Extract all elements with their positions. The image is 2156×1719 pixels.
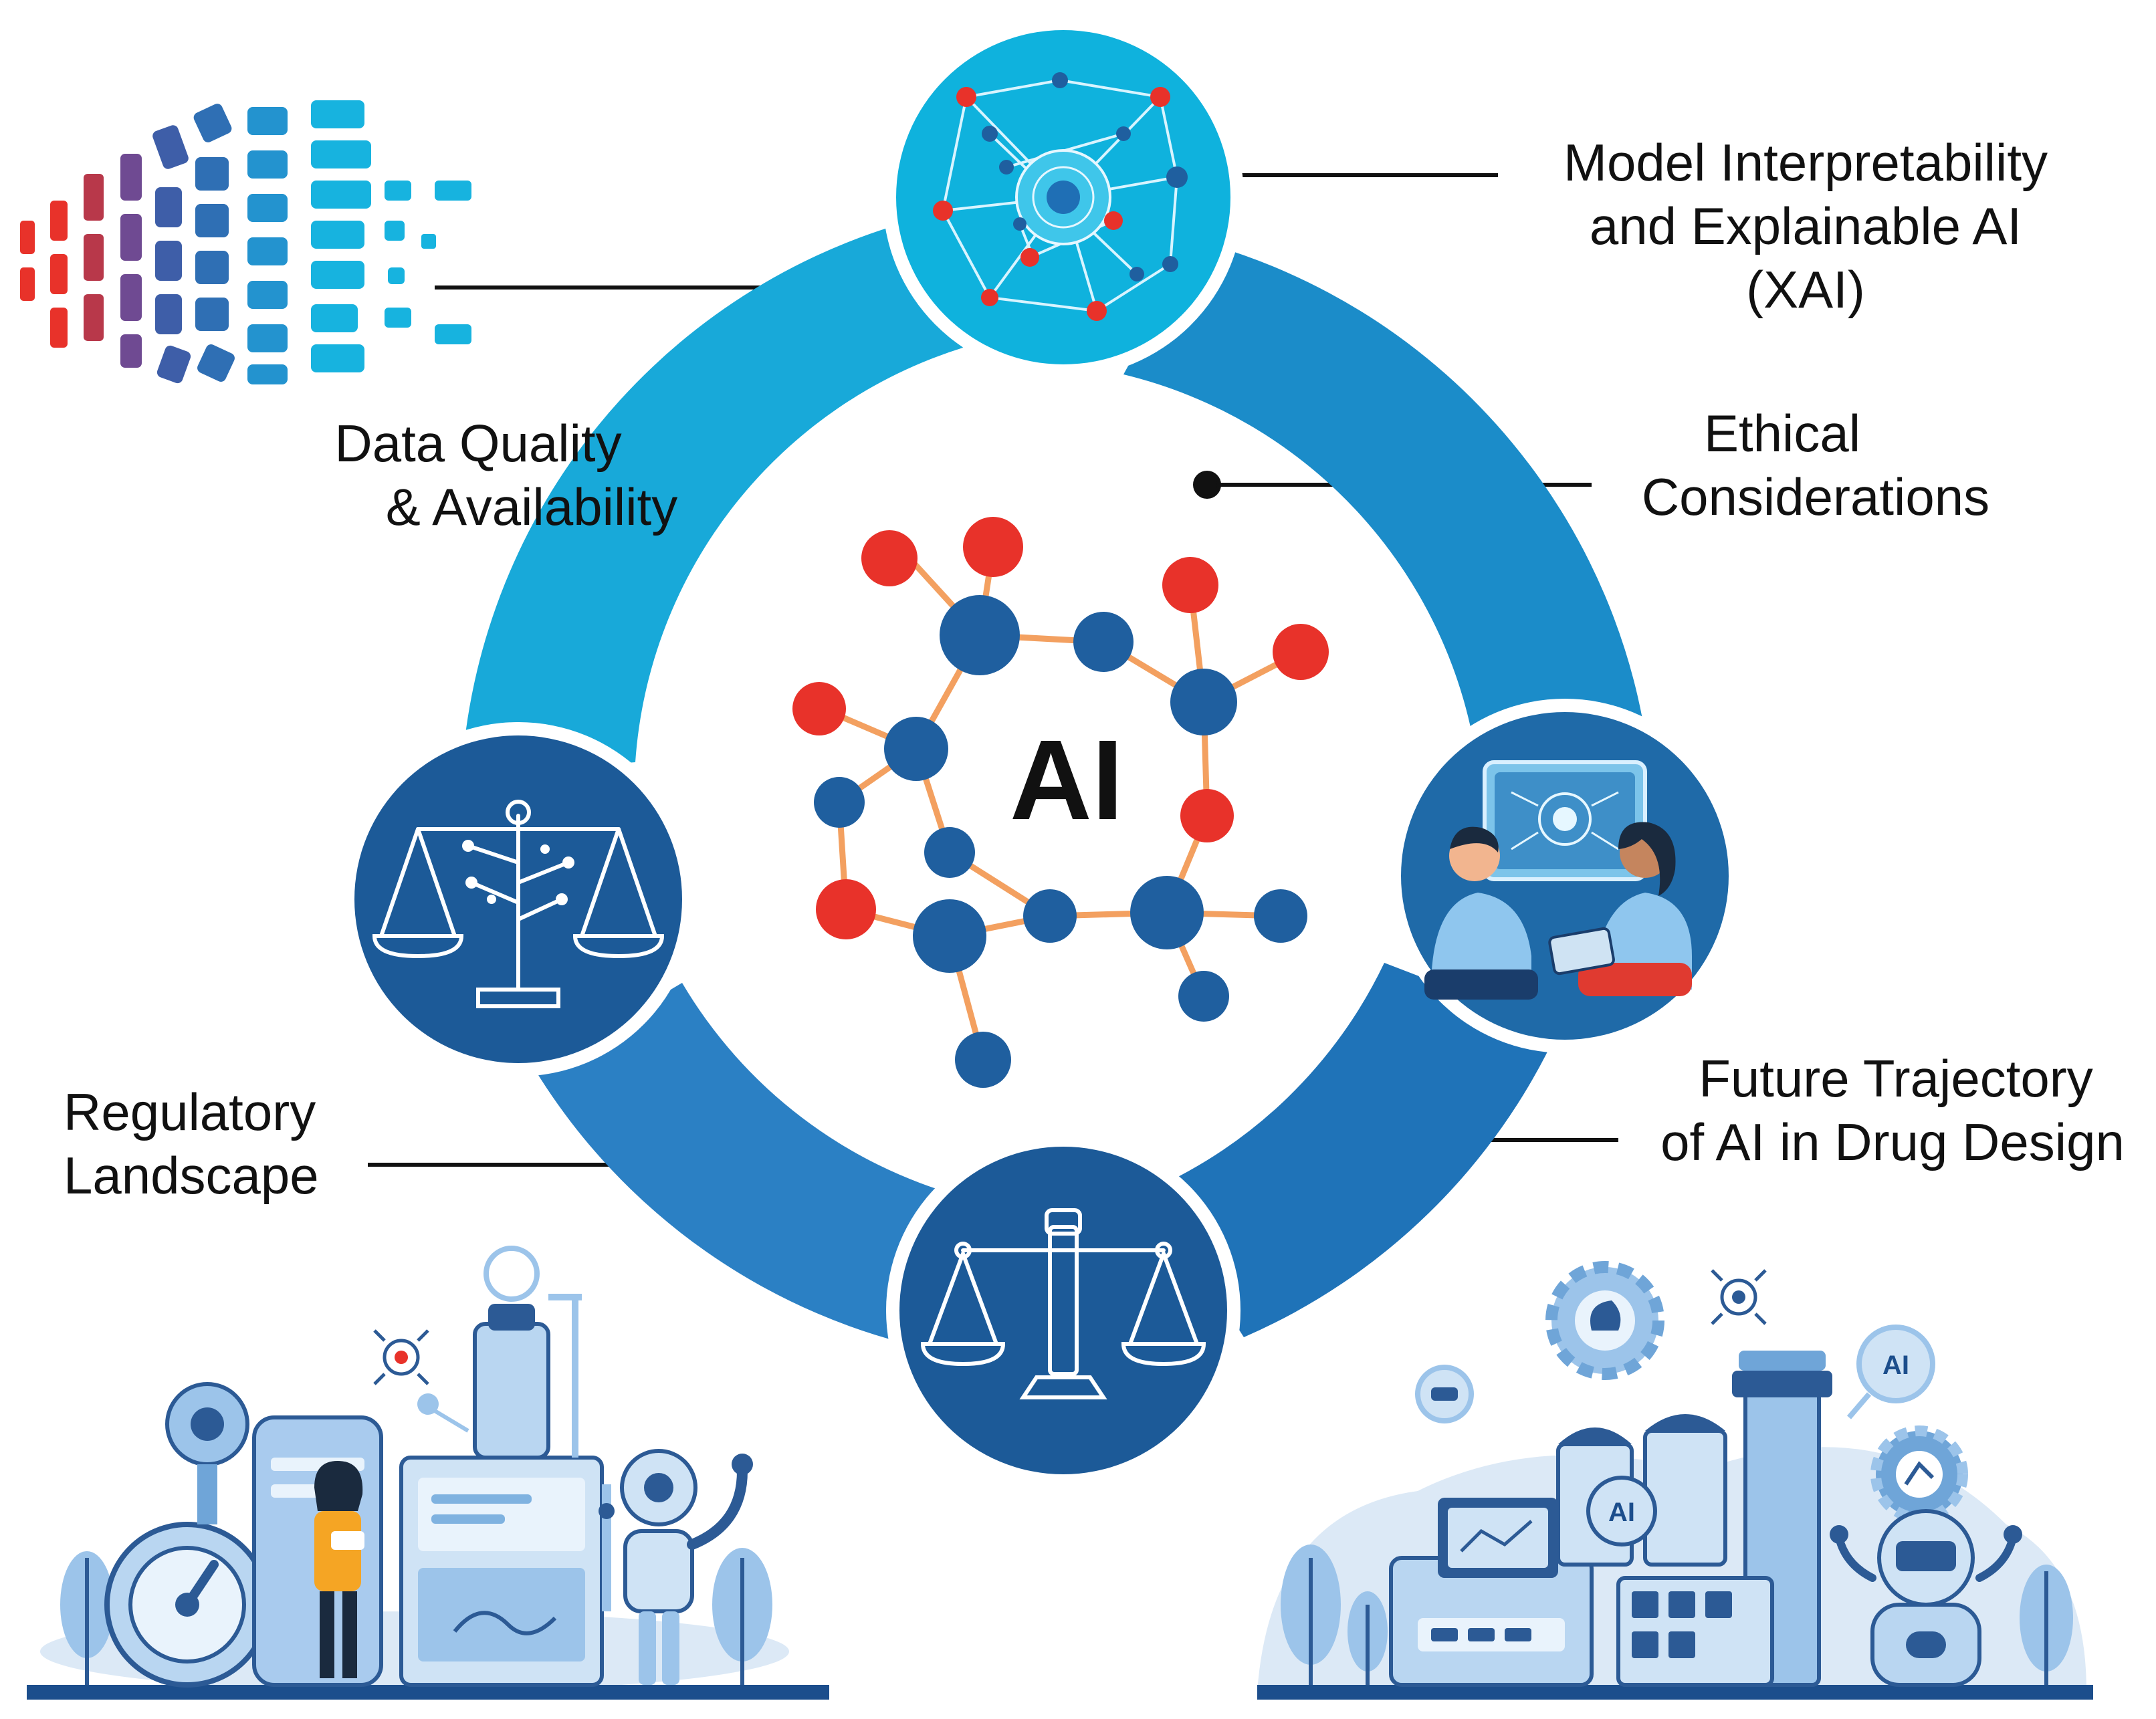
- node-model-interpretability: [883, 17, 1244, 378]
- label-line: Future Trajectory: [1699, 1049, 2093, 1108]
- factory-ai-badge: AI: [1608, 1498, 1635, 1527]
- label-line: of AI in Drug Design: [1660, 1113, 2125, 1171]
- label-regulatory: Regulatory Landscape: [64, 1082, 319, 1205]
- label-future: Future Trajectory of AI in Drug Design: [1660, 1049, 2125, 1171]
- label-line: and Explainable AI: [1590, 197, 2022, 255]
- label-line: & Availability: [386, 477, 677, 536]
- label-line: Regulatory: [64, 1082, 316, 1141]
- label-data-quality: Data Quality & Availability: [334, 414, 677, 536]
- factory-ai-badge-top: AI: [1882, 1351, 1909, 1380]
- gear-icon: [1870, 1425, 1968, 1523]
- ai-factory-icon: AI AI: [1257, 1261, 2093, 1700]
- label-line: Data Quality: [334, 414, 621, 473]
- lab-factory-icon: [27, 1246, 829, 1700]
- molecule-icon: AI: [792, 517, 1329, 1088]
- center-ai-label: AI: [1010, 717, 1123, 844]
- node-balance-scale: [341, 722, 695, 1076]
- balance-scale-icon: [372, 800, 665, 1008]
- label-ethical: Ethical Considerations: [1642, 404, 1989, 526]
- ring-segment-future: [1150, 963, 1558, 1337]
- node-people-screen: [1388, 699, 1742, 1053]
- robot-icon: [1830, 1509, 2022, 1687]
- label-line: Ethical: [1704, 404, 1860, 463]
- gear-icon: [1545, 1261, 1664, 1380]
- ring-segment-ethical: [1123, 241, 1652, 789]
- ring-segment-data-quality: [461, 227, 963, 776]
- data-pixels-icon: [20, 100, 471, 384]
- ring-segment-regulatory: [535, 983, 963, 1351]
- label-model-interpretability: Model Interpretability and Explainable A…: [1564, 133, 2048, 319]
- label-line: (XAI): [1746, 260, 1865, 319]
- robot-icon: [599, 1449, 753, 1685]
- justice-scale-icon: [920, 1208, 1206, 1399]
- label-line: Landscape: [64, 1146, 319, 1205]
- cycle-ring: [461, 227, 1652, 1351]
- label-line: Considerations: [1642, 467, 1989, 526]
- node-justice-scale: [886, 1133, 1241, 1488]
- people-screen-icon: [1424, 760, 1692, 1000]
- label-line: Model Interpretability: [1564, 133, 2048, 192]
